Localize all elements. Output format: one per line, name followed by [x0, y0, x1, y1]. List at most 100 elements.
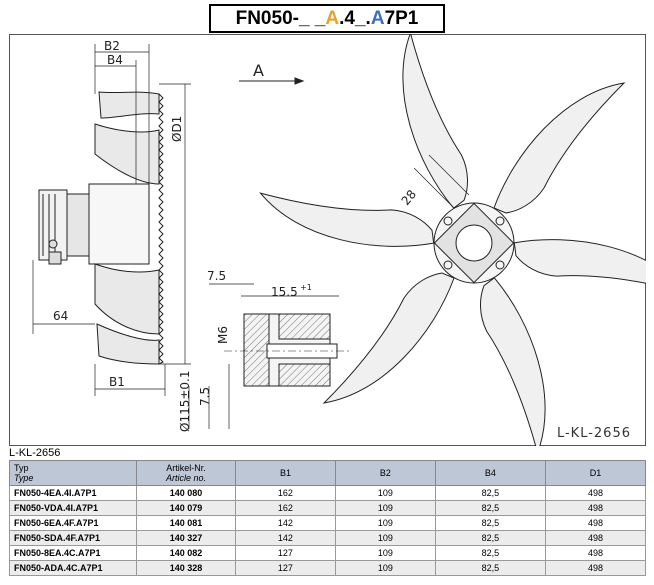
title-highlight-a1: A	[325, 8, 340, 29]
dim-b2: B2	[104, 39, 120, 53]
cell-b1: 142	[235, 530, 336, 546]
technical-drawing: B2 B4 ØD1 64 B1 A 28 7.5 15.5 +1 M6 Ø115…	[32, 34, 646, 446]
view-label-a: A	[253, 61, 264, 80]
cell-type: FN050-8EA.4C.A7P1	[9, 545, 137, 561]
cell-d1: 498	[545, 530, 646, 546]
cell-b1: 162	[235, 500, 336, 516]
dim-15-5-tolerance: +1	[300, 283, 312, 292]
cable-gland	[48, 239, 58, 249]
cell-b4: 82,5	[434, 500, 547, 516]
cell-type: FN050-VDA.4I.A7P1	[9, 500, 137, 516]
col-b4: B4	[434, 460, 547, 486]
cell-b4: 82,5	[434, 560, 547, 576]
dim-64: 64	[53, 309, 68, 323]
view-arrow	[239, 77, 305, 85]
dim-d1: ØD1	[170, 116, 184, 142]
front-blade	[322, 272, 455, 404]
cell-article: 140 081	[136, 515, 236, 531]
dim-b4: B4	[107, 53, 123, 67]
cell-article: 140 080	[136, 485, 236, 501]
hub	[88, 183, 150, 265]
cell-article: 140 327	[136, 530, 236, 546]
blade-side-4	[96, 323, 160, 365]
blade-side-1	[98, 91, 160, 119]
cell-b4: 82,5	[434, 515, 547, 531]
cell-type: FN050-SDA.4F.A7P1	[9, 530, 137, 546]
mount-hole-4	[495, 260, 505, 270]
table-row: FN050-6EA.4F.A7P1 140 081 142 109 82,5 4…	[9, 515, 646, 531]
table-row: FN050-ADA.4C.A7P1 140 328 127 109 82,5 4…	[9, 560, 646, 576]
mount-hole-1	[443, 216, 453, 226]
dim-m6: M6	[216, 326, 230, 344]
cell-type: FN050-ADA.4C.A7P1	[9, 560, 137, 576]
cell-d1: 498	[545, 500, 646, 516]
front-blade	[513, 239, 646, 294]
cell-b1: 142	[235, 515, 336, 531]
front-blade	[493, 82, 626, 214]
table-row: FN050-SDA.4F.A7P1 140 327 142 109 82,5 4…	[9, 530, 646, 546]
table-row: FN050-4EA.4I.A7P1 140 080 162 109 82,5 4…	[9, 485, 646, 501]
cell-b2: 109	[334, 500, 436, 516]
cell-b2: 109	[334, 545, 436, 561]
cell-b2: 109	[334, 515, 436, 531]
detail-hatch-top	[278, 313, 331, 340]
cell-type: FN050-6EA.4F.A7P1	[9, 515, 137, 531]
side-view	[32, 44, 191, 396]
cable-gland-body	[48, 251, 62, 265]
cell-b2: 109	[334, 530, 436, 546]
title-part-1: FN050-_ _	[235, 8, 326, 29]
detail-hatch-bottom	[278, 363, 331, 387]
cell-article: 140 079	[136, 500, 236, 516]
blade-side-3	[94, 263, 160, 335]
col-d1: D1	[545, 460, 646, 486]
table-row: FN050-8EA.4C.A7P1 140 082 127 109 82,5 4…	[9, 545, 646, 561]
drawing-reference: L-KL-2656	[556, 426, 631, 441]
cell-d1: 498	[545, 560, 646, 576]
section-detail	[188, 283, 349, 429]
blade-side-2	[94, 123, 160, 185]
col-b1: B1	[235, 460, 336, 486]
cell-type: FN050-4EA.4I.A7P1	[9, 485, 137, 501]
col-article: Artikel-Nr.Article no.	[136, 460, 236, 486]
drawing-frame: L-KL-2656	[9, 34, 646, 446]
front-view	[259, 34, 646, 446]
blade-serration	[158, 93, 164, 365]
table-caption: L-KL-2656	[9, 447, 61, 459]
cell-b1: 162	[235, 485, 336, 501]
table-row: FN050-VDA.4I.A7P1 140 079 162 109 82,5 4…	[9, 500, 646, 516]
front-blade	[402, 34, 468, 209]
front-blade	[480, 277, 546, 446]
product-code-title: FN050-_ _A.4_.A7P1	[209, 4, 445, 33]
cell-b2: 109	[334, 560, 436, 576]
dim-7-5-a: 7.5	[207, 269, 226, 283]
dim-15-5: 15.5	[271, 285, 298, 299]
cell-b1: 127	[235, 560, 336, 576]
motor-flange	[66, 193, 90, 257]
cell-b1: 127	[235, 545, 336, 561]
mount-hole-3	[443, 260, 453, 270]
title-part-5: 7P1	[384, 8, 419, 29]
front-blade	[259, 192, 435, 247]
cell-b4: 82,5	[434, 545, 547, 561]
cell-b4: 82,5	[434, 530, 547, 546]
cell-d1: 498	[545, 515, 646, 531]
mount-hole-2	[495, 216, 505, 226]
dim-115: Ø115±0.1	[178, 371, 192, 433]
cell-b2: 109	[334, 485, 436, 501]
cell-article: 140 328	[136, 560, 236, 576]
col-b2: B2	[334, 460, 436, 486]
cell-d1: 498	[545, 485, 646, 501]
detail-hatch-left	[243, 313, 270, 387]
cell-article: 140 082	[136, 545, 236, 561]
cell-b4: 82,5	[434, 485, 547, 501]
dim-28: 28	[399, 187, 420, 208]
cell-d1: 498	[545, 545, 646, 561]
title-highlight-a2: A	[370, 8, 385, 29]
title-part-3: .4_.	[339, 8, 371, 29]
front-hub-center	[455, 224, 493, 262]
dim-7-5-b: 7.5	[198, 387, 212, 406]
dim-b1: B1	[109, 375, 125, 389]
